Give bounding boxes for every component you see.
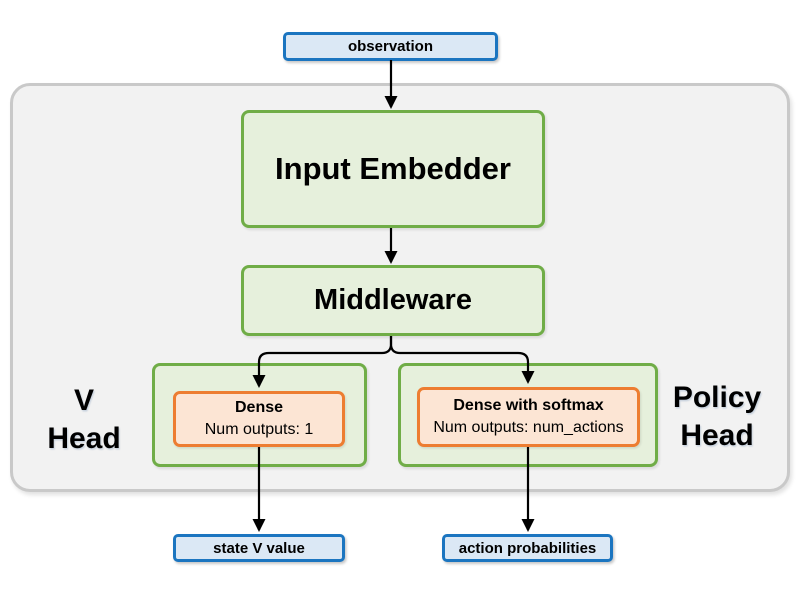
policy-head-label-line2: Head <box>680 419 754 452</box>
middleware-node: Middleware <box>241 265 545 336</box>
policy-head-dense-subtitle: Num outputs: num_actions <box>433 419 624 436</box>
observation-node: observation <box>283 32 498 61</box>
v-head-dense-node: Dense Num outputs: 1 <box>173 391 345 447</box>
policy-head-label: Policy Head <box>660 379 774 455</box>
v-head-label: V Head <box>28 382 140 458</box>
input-embedder-node: Input Embedder <box>241 110 545 228</box>
v-head-label-line2: Head <box>47 422 121 455</box>
policy-head-dense-node: Dense with softmax Num outputs: num_acti… <box>417 387 640 447</box>
v-head-dense-title: Dense <box>234 399 284 416</box>
policy-head-dense-title: Dense with softmax <box>453 397 604 414</box>
v-head-dense-subtitle: Num outputs: 1 <box>204 421 314 438</box>
state-v-value-node: state V value <box>173 534 345 562</box>
policy-head-label-line1: Policy <box>672 381 762 414</box>
action-probabilities-node: action probabilities <box>442 534 613 562</box>
v-head-label-line1: V <box>73 384 94 417</box>
